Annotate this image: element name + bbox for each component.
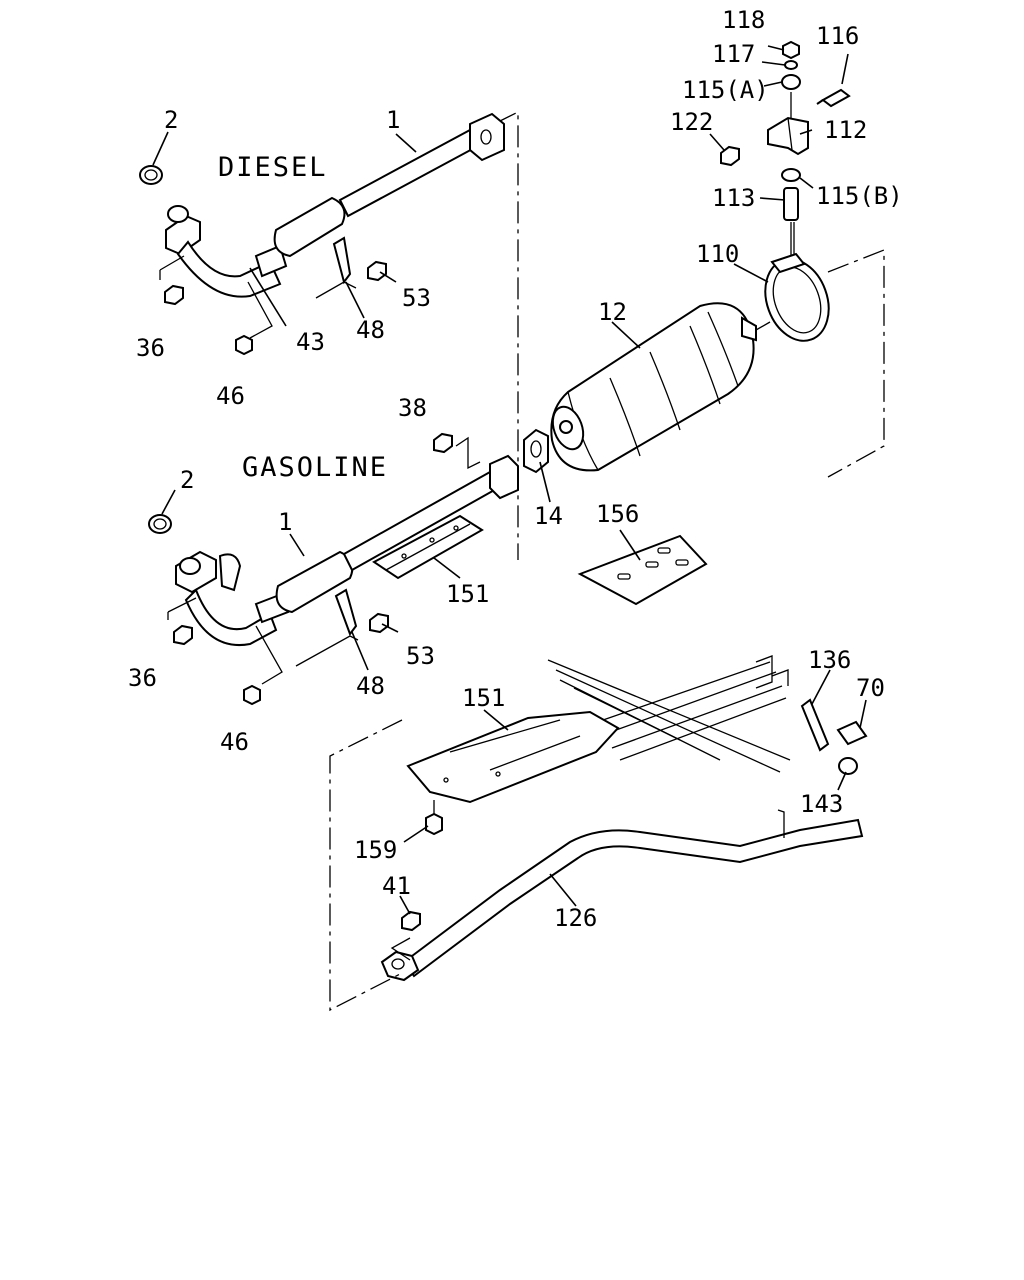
section-label-diesel: DIESEL <box>218 152 328 183</box>
heat-shield-156 <box>577 534 708 606</box>
callout-43: 43 <box>296 328 325 356</box>
callout-12: 12 <box>598 298 627 326</box>
callout-115b: 115(B) <box>816 182 903 210</box>
bolt-70 <box>836 720 868 746</box>
callout-113: 113 <box>712 184 755 212</box>
nut-118 <box>782 40 800 60</box>
nut-41 <box>401 910 421 932</box>
callout-143: 143 <box>800 790 843 818</box>
callout-46-diesel: 46 <box>216 382 245 410</box>
callout-14: 14 <box>534 502 563 530</box>
callout-117: 117 <box>712 40 755 68</box>
bolt-46-gasoline <box>243 684 261 706</box>
washer-117 <box>784 60 798 70</box>
bracket-48-diesel <box>332 236 352 285</box>
catalytic-converter-12 <box>550 302 771 472</box>
callout-112: 112 <box>824 116 867 144</box>
callout-126: 126 <box>554 904 597 932</box>
callout-1-diesel: 1 <box>386 106 400 134</box>
bracket-136 <box>800 698 830 752</box>
gasket-2-gasoline <box>148 514 172 534</box>
bracket-112 <box>767 116 809 156</box>
callout-115a: 115(A) <box>682 76 769 104</box>
nut-38 <box>433 432 453 454</box>
callout-151-lower: 151 <box>462 684 505 712</box>
spacer-113 <box>783 187 799 221</box>
heat-shield-151-lower <box>406 710 620 804</box>
nut-53-diesel <box>367 260 387 282</box>
callout-1-gasoline: 1 <box>278 508 292 536</box>
gasket-2-diesel <box>139 165 163 185</box>
callout-53-diesel: 53 <box>402 284 431 312</box>
callout-110: 110 <box>696 240 739 268</box>
callout-41: 41 <box>382 872 411 900</box>
clamp-band-110 <box>764 252 830 342</box>
callout-118: 118 <box>722 6 765 34</box>
callout-2-gasoline: 2 <box>180 466 194 494</box>
callout-136: 136 <box>808 646 851 674</box>
callout-156: 156 <box>596 500 639 528</box>
callout-36-gasoline: 36 <box>128 664 157 692</box>
bushing-143 <box>838 757 858 775</box>
callout-151-upper: 151 <box>446 580 489 608</box>
nut-36-diesel <box>164 284 184 306</box>
bolt-159 <box>425 812 443 836</box>
chassis-frame-rails <box>547 655 791 773</box>
callout-36-diesel: 36 <box>136 334 165 362</box>
nut-53-gasoline <box>369 612 389 634</box>
callout-48-gasoline: 48 <box>356 672 385 700</box>
callout-2-diesel: 2 <box>164 106 178 134</box>
rubber-bushing-115a <box>781 74 801 90</box>
callout-159: 159 <box>354 836 397 864</box>
tail-pipe-126 <box>380 809 864 982</box>
section-label-gasoline: GASOLINE <box>242 452 388 483</box>
hanger-assembly <box>720 40 851 255</box>
callout-122: 122 <box>670 108 713 136</box>
nut-36-gasoline <box>173 624 193 646</box>
nut-122 <box>720 145 740 167</box>
callout-116: 116 <box>816 22 859 50</box>
callout-38: 38 <box>398 394 427 422</box>
leader-lines <box>152 45 867 915</box>
callout-53-gasoline: 53 <box>406 642 435 670</box>
bracket-48-gasoline <box>334 588 358 637</box>
callout-labels: 118 117 116 115(A) 122 112 113 115(B) 11… <box>128 6 903 932</box>
bolt-116 <box>821 88 851 108</box>
callout-48-diesel: 48 <box>356 316 385 344</box>
rubber-bushing-115b <box>781 168 801 182</box>
gasoline-front-pipe-1 <box>148 454 519 646</box>
gasket-14 <box>523 428 549 474</box>
bolt-46-diesel <box>235 334 253 356</box>
callout-46-gasoline: 46 <box>220 728 249 756</box>
diesel-front-pipe-1 <box>139 112 505 298</box>
callout-70: 70 <box>856 674 885 702</box>
